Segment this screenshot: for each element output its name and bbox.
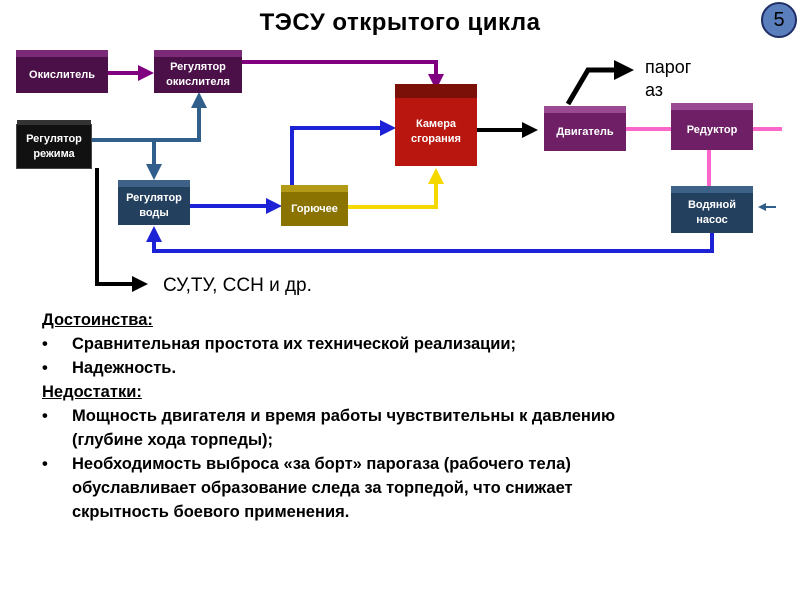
- water-pump-block: Водяной насос: [671, 186, 753, 233]
- disadvantages-list: Мощность двигателя и время работы чувств…: [42, 404, 642, 524]
- list-item: Необходимость выброса «за борт» парогаза…: [42, 452, 642, 524]
- page-title: ТЭСУ открытого цикла: [259, 9, 541, 36]
- mode-to-systems-line: [95, 168, 148, 292]
- description-text: Достоинства: Сравнительная простота их т…: [42, 308, 642, 524]
- list-item: Мощность двигателя и время работы чувств…: [42, 404, 642, 452]
- water-to-chamber-line: [290, 120, 396, 186]
- list-item: Надежность.: [42, 356, 642, 380]
- regulator-to-chamber-oxidizer-line: [242, 60, 444, 90]
- systems-label: СУ,ТУ, ССН и др.: [163, 275, 312, 296]
- advantages-list: Сравнительная простота их технической ре…: [42, 332, 642, 380]
- exhaust-label: парог аз: [645, 57, 692, 100]
- page-number-badge: 5: [761, 2, 797, 38]
- oxidizer-regulator-block: Регулятор окислителя: [154, 50, 242, 93]
- advantages-heading: Достоинства:: [42, 311, 153, 329]
- diagram-connectors: [92, 60, 782, 292]
- fuel-block: Горючее: [281, 185, 348, 226]
- exhaust-line: [565, 60, 634, 106]
- engine-block: Двигатель: [544, 106, 626, 151]
- oxidizer-block: Окислитель: [16, 50, 108, 93]
- mode-to-oxidizer-regulator-line: [92, 92, 207, 142]
- disadvantages-heading: Недостатки:: [42, 383, 142, 401]
- water-regulator-block: Регулятор воды: [118, 180, 190, 225]
- combustion-chamber-block: Камера сгорания: [395, 84, 477, 166]
- mode-regulator-block: Регулятор режима: [16, 120, 92, 169]
- fuel-to-chamber-line: [348, 168, 444, 209]
- list-item: Сравнительная простота их технической ре…: [42, 332, 642, 356]
- pump-to-water-regulator-line: [146, 226, 714, 253]
- reducer-block: Редуктор: [671, 103, 753, 150]
